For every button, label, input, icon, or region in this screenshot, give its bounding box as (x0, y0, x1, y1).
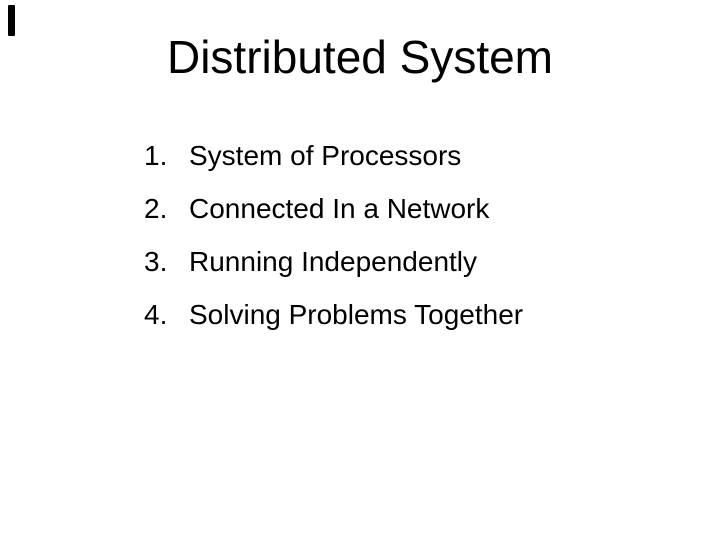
text-cursor-artifact (8, 5, 15, 36)
list-item: 2. Connected In a Network (144, 192, 684, 225)
numbered-list: 1. System of Processors 2. Connected In … (144, 139, 684, 351)
list-item-text: Running Independently (189, 246, 478, 277)
list-item-text: System of Processors (189, 140, 462, 171)
list-item: 4. Solving Problems Together (144, 298, 684, 331)
list-item-text: Solving Problems Together (189, 299, 524, 330)
slide-title: Distributed System (166, 31, 553, 83)
list-item-number: 4. (144, 299, 168, 330)
list-item-number: 1. (144, 140, 168, 171)
list-item-number: 3. (144, 246, 168, 277)
list-item-number: 2. (144, 193, 168, 224)
list-item-text: Connected In a Network (189, 193, 490, 224)
list-item: 1. System of Processors (144, 139, 684, 172)
list-item: 3. Running Independently (144, 245, 684, 278)
